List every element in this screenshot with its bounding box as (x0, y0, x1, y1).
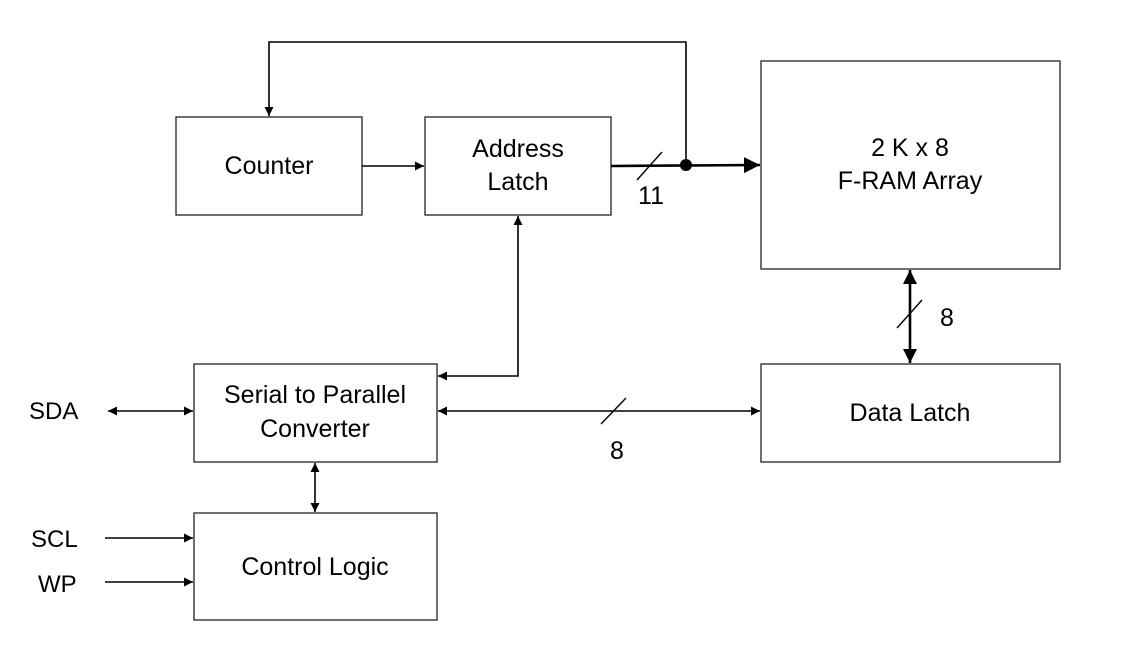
address-bus-width-label: 11 (638, 182, 664, 210)
converter-data-bus-width-label: 8 (610, 437, 624, 465)
data-latch-block: Data Latch (760, 363, 1061, 463)
address-bus-width-slash (636, 151, 663, 181)
converter-label-line2: Converter (260, 415, 370, 443)
fram-array-label-line1: 2 K x 8 (871, 134, 949, 162)
fram-array-block: 2 K x 8 F-RAM Array (760, 60, 1061, 270)
converter-label-line1: Serial to Parallel (224, 381, 406, 409)
address-latch-label-line2: Latch (487, 168, 548, 196)
control-logic-block: Control Logic (193, 512, 438, 621)
counter-block: Counter (175, 116, 363, 216)
data-latch-label: Data Latch (850, 399, 971, 427)
address-latch-label-line1: Address (472, 135, 564, 163)
fram-array-label-line2: F-RAM Array (838, 167, 983, 195)
converter-data-bus-width-slash (600, 397, 627, 425)
control-logic-label: Control Logic (241, 553, 388, 581)
sda-pin-label: SDA (29, 398, 78, 425)
address-bus-junction-dot (680, 159, 692, 171)
array-data-bus-width-label: 8 (940, 304, 954, 332)
converter-to-latch-wire (438, 216, 523, 381)
serial-to-parallel-converter-block: Serial to Parallel Converter (193, 363, 438, 463)
array-data-bus-width-slash (896, 299, 923, 329)
wp-pin-label: WP (38, 571, 77, 598)
address-latch-block: Address Latch (424, 116, 612, 216)
counter-feedback-wire (264, 41, 687, 165)
scl-pin-label: SCL (31, 526, 78, 553)
counter-label: Counter (225, 152, 314, 180)
